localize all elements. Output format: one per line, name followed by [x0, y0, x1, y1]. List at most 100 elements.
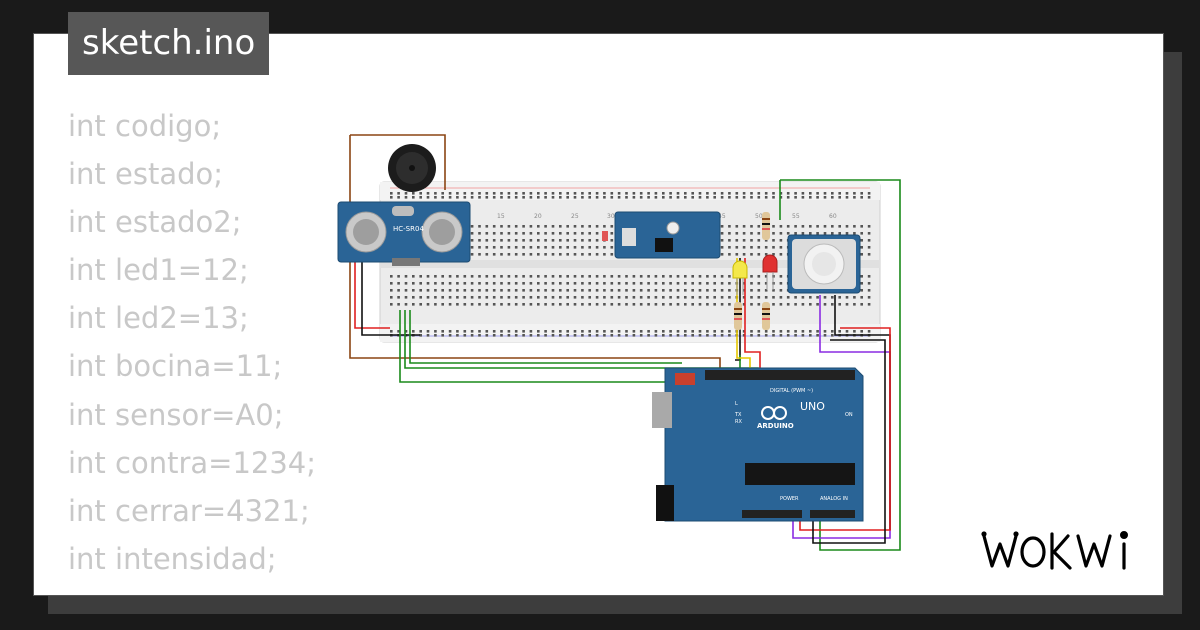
arduino-model: UNO	[800, 400, 825, 413]
breadboard-hole	[860, 296, 863, 299]
breadboard-hole	[470, 225, 474, 228]
file-tab[interactable]: sketch.ino	[68, 12, 270, 75]
breadboard-hole	[522, 246, 525, 249]
breadboard-hole	[456, 275, 459, 278]
breadboard-hole	[867, 253, 871, 256]
breadboard-hole	[698, 196, 702, 199]
breadboard-hole	[588, 239, 591, 242]
col-label: 30	[607, 213, 615, 220]
breadboard-hole	[566, 296, 569, 299]
breadboard-hole	[551, 296, 555, 299]
breadboard-hole	[544, 196, 547, 199]
breadboard-hole	[581, 239, 584, 242]
breadboard-hole	[448, 330, 452, 333]
breadboard-hole	[816, 334, 819, 337]
breadboard-hole	[514, 253, 518, 256]
breadboard-hole	[728, 246, 731, 249]
led-yellow	[732, 260, 748, 295]
breadboard-hole	[720, 296, 724, 299]
breadboard-hole	[831, 232, 834, 235]
breadboard-hole	[397, 330, 400, 333]
breadboard-hole	[816, 232, 819, 235]
breadboard-hole	[434, 282, 437, 285]
breadboard-hole	[478, 253, 481, 256]
breadboard-hole	[463, 296, 467, 299]
breadboard-hole	[522, 330, 525, 333]
breadboard-hole	[750, 246, 753, 249]
breadboard-hole	[757, 275, 761, 278]
breadboard-hole	[654, 296, 658, 299]
breadboard-hole	[485, 225, 489, 228]
breadboard-hole	[632, 303, 636, 306]
breadboard-hole	[823, 196, 827, 199]
breadboard-hole	[610, 253, 614, 256]
breadboard-hole	[537, 232, 540, 235]
breadboard-hole	[757, 303, 761, 306]
breadboard-hole	[684, 192, 687, 195]
breadboard-hole	[786, 196, 790, 199]
breadboard-hole	[801, 192, 805, 195]
breadboard-hole	[867, 232, 871, 235]
breadboard-hole	[456, 334, 459, 337]
breadboard-hole	[507, 275, 511, 278]
breadboard-hole	[559, 282, 562, 285]
breadboard-hole	[669, 330, 672, 333]
breadboard-hole	[860, 192, 863, 195]
resistor	[762, 212, 770, 240]
breadboard-hole	[831, 225, 834, 228]
breadboard-hole	[419, 289, 422, 292]
breadboard-hole	[809, 330, 812, 333]
breadboard-hole	[507, 239, 511, 242]
breadboard-hole	[485, 192, 489, 195]
breadboard-hole	[441, 289, 444, 292]
breadboard-hole	[581, 289, 584, 292]
breadboard-hole	[390, 196, 393, 199]
breadboard-hole	[573, 253, 577, 256]
breadboard-hole	[492, 282, 496, 285]
breadboard-hole	[581, 330, 584, 333]
breadboard-hole	[588, 246, 591, 249]
col-label: 50	[755, 213, 763, 220]
breadboard-hole	[507, 232, 511, 235]
breadboard-hole	[662, 334, 665, 337]
breadboard-hole	[478, 225, 481, 228]
breadboard-hole	[647, 334, 650, 337]
breadboard-hole	[500, 289, 503, 292]
breadboard-hole	[492, 330, 496, 333]
breadboard-hole	[676, 330, 680, 333]
breadboard-hole	[397, 275, 400, 278]
breadboard-hole	[632, 275, 636, 278]
breadboard-hole	[595, 296, 599, 299]
breadboard-hole	[742, 239, 746, 242]
ultrasonic-label: HC-SR04	[393, 225, 424, 233]
breadboard-hole	[537, 239, 540, 242]
breadboard-hole	[632, 330, 636, 333]
breadboard-hole	[397, 296, 400, 299]
breadboard-hole	[537, 296, 540, 299]
breadboard-hole	[551, 334, 555, 337]
breadboard-hole	[779, 275, 783, 278]
breadboard-hole	[860, 225, 863, 228]
breadboard-hole	[816, 296, 819, 299]
breadboard-hole	[500, 246, 503, 249]
breadboard-hole	[853, 303, 856, 306]
breadboard-hole	[573, 296, 577, 299]
breadboard-hole	[426, 330, 430, 333]
breadboard-hole	[595, 246, 599, 249]
breadboard-hole	[772, 225, 775, 228]
breadboard-hole	[772, 289, 775, 292]
breadboard-hole	[492, 275, 496, 278]
breadboard-hole	[706, 192, 709, 195]
breadboard-hole	[559, 246, 562, 249]
breadboard-hole	[750, 225, 753, 228]
led-red	[762, 254, 778, 290]
breadboard-hole	[566, 239, 569, 242]
col-label: 45	[718, 213, 726, 220]
breadboard-hole	[713, 334, 716, 337]
breadboard-hole	[764, 196, 768, 199]
breadboard-hole	[573, 196, 577, 199]
breadboard-hole	[764, 192, 768, 195]
code-line: int contra=1234;	[68, 445, 317, 480]
breadboard-hole	[750, 303, 753, 306]
breadboard-hole	[537, 334, 540, 337]
